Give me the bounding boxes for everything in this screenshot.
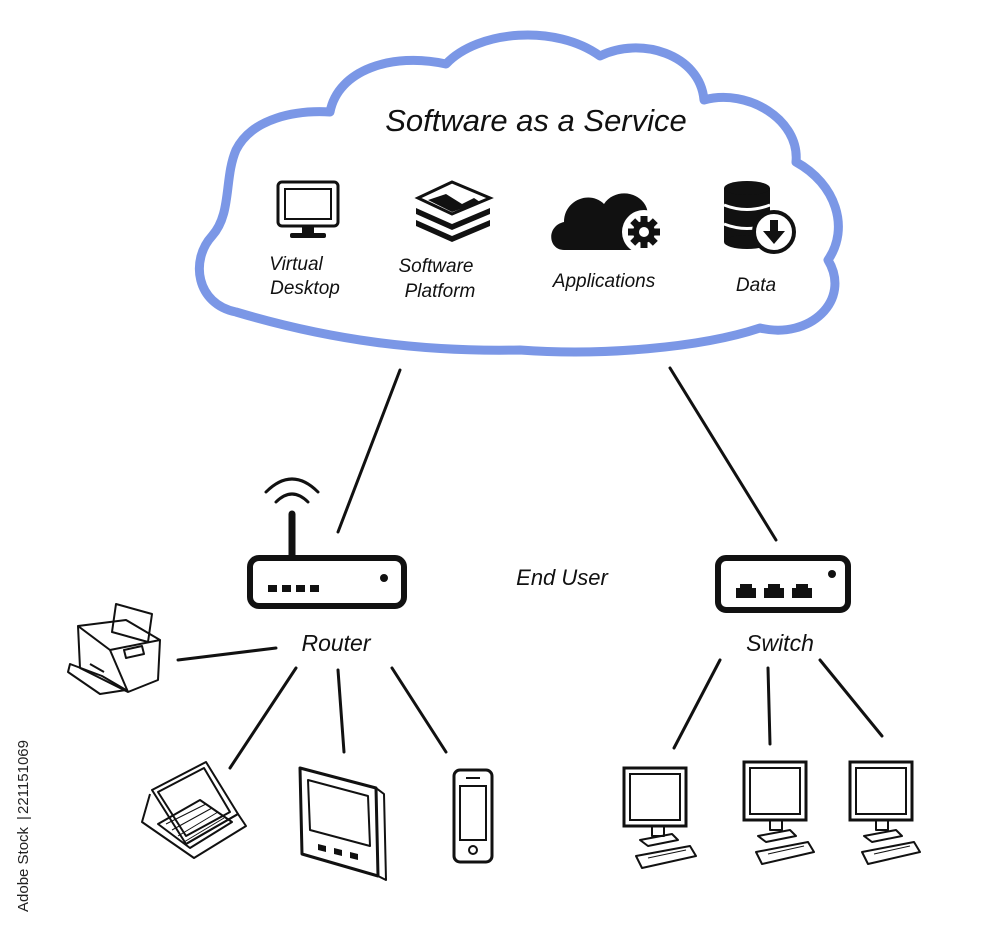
laptop-icon — [141, 761, 247, 859]
line-router-tablet — [336, 668, 346, 754]
connector-lines — [176, 366, 884, 770]
line-cloud-switch — [668, 366, 778, 542]
item-label-platform: Platform — [405, 281, 476, 302]
line-router-laptop — [228, 666, 298, 770]
layers-icon — [414, 180, 494, 242]
computer-icon-1 — [622, 766, 697, 869]
line-router-phone — [390, 666, 448, 754]
stock-brand: Adobe Stock — [15, 826, 32, 912]
cloud-shape — [194, 30, 843, 357]
item-label-desktop: Desktop — [270, 278, 340, 299]
router-label: Router — [301, 630, 371, 656]
line-switch-pc3 — [818, 658, 884, 738]
tablet-icon — [298, 766, 387, 881]
cloud-gear-icon — [551, 193, 666, 254]
end-user-label: End User — [516, 565, 609, 590]
line-switch-pc1 — [672, 658, 722, 750]
line-cloud-router — [336, 368, 402, 534]
computer-icon-3 — [848, 760, 921, 865]
line-switch-pc2 — [766, 666, 772, 746]
database-download-icon — [723, 181, 796, 254]
monitor-icon — [276, 180, 340, 238]
line-router-printer — [176, 646, 278, 662]
computer-icon-2 — [742, 760, 815, 865]
cloud-title: Software as a Service — [385, 103, 687, 138]
stock-watermark: Adobe Stock 221151069 — [15, 740, 32, 912]
smartphone-icon — [452, 768, 494, 864]
item-label-applications: Applications — [552, 271, 656, 292]
item-label-data: Data — [736, 275, 776, 296]
item-label-virtual: Virtual — [269, 254, 323, 275]
router-icon — [247, 477, 407, 609]
printer-icon — [67, 603, 161, 695]
stock-separator: | — [15, 816, 32, 820]
switch-label: Switch — [746, 630, 814, 656]
switch-icon — [715, 555, 851, 613]
item-label-software: Software — [399, 256, 474, 277]
stock-id: 221151069 — [15, 740, 32, 814]
